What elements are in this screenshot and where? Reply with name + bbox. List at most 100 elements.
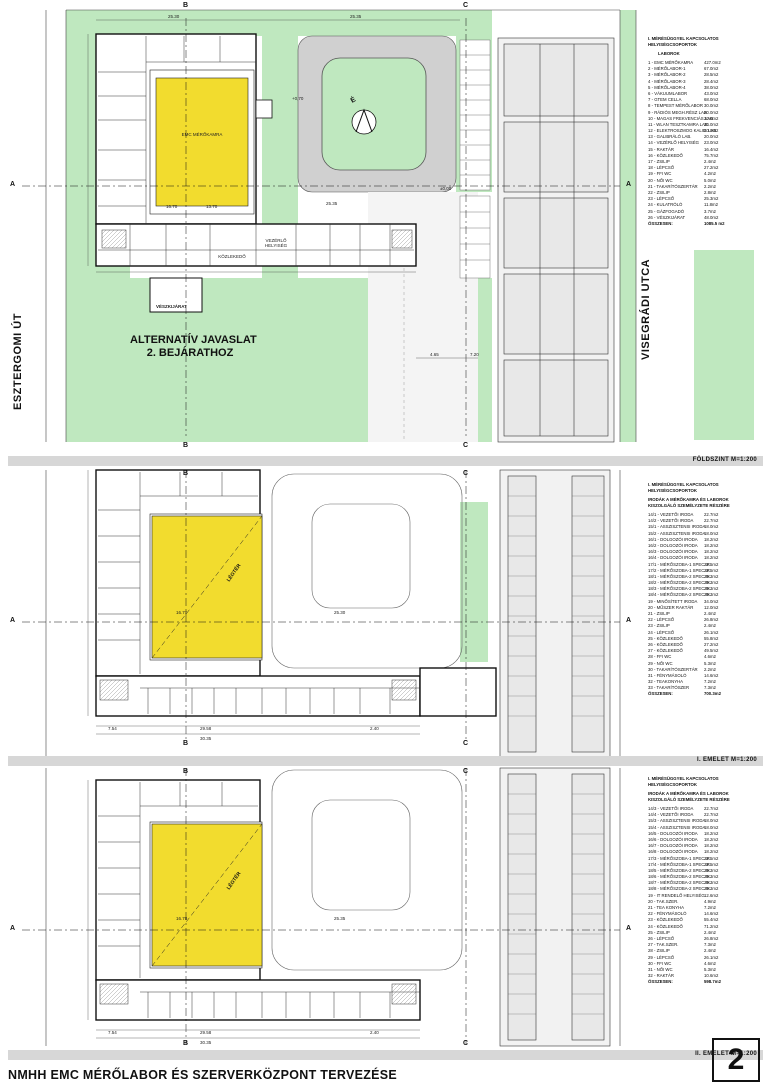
dim-first-right: 2.40 — [370, 726, 379, 731]
legend-row: 20 - TAK.SZER.4.9m2 — [648, 899, 730, 905]
legend-row-area: 11.8m2 — [704, 202, 719, 208]
legend-row-area: 4.6m2 — [704, 960, 716, 966]
legend-row-area: 22.7m2 — [704, 806, 719, 811]
legend-row-area: 5.0m2 — [704, 177, 716, 183]
legend-row-name: 31 - NŐI WC — [648, 966, 673, 972]
legend-row-name: 15/4 - ASSZISZTENSI IRODA — [648, 824, 706, 830]
legend-row-area: 2.4m2 — [704, 611, 716, 616]
room-label-corridor: KÖZLEKEDŐ — [218, 254, 246, 259]
legend-row-area: 49.5m2 — [704, 648, 719, 654]
legend-second-sub: IRODÁK A MÉRŐKAMRA ÉS LABOROK KISZOLGÁLÓ… — [648, 791, 730, 803]
legend-row-name: 22 - FÉNYMÁSOLÓ — [648, 911, 687, 917]
legend-row-name: 12 - ELEKTROSZMOG KALIB. LAB. — [648, 128, 718, 134]
legend-row-name: 14/1 - VEZETŐI IRODA — [648, 512, 694, 517]
legend-row-name: 16/5 - DOLGOZÓI IRODA — [648, 830, 698, 836]
legend-row: 18/1 - MÉRŐSZOBA-2 SPEC.IR.25.3m2 — [648, 574, 730, 580]
legend-ground-sub: LABOROK — [658, 51, 680, 56]
legend-first: I. MÉRÉSÜGGYEL KAPCSOLATOS HELYISÉGCSOPO… — [648, 482, 730, 698]
legend-row: 18/7 - MÉRŐSZOBA-2 SPEC.IR.25.3m2 — [648, 880, 730, 886]
legend-row-area: 71.2m2 — [704, 923, 719, 929]
street-label-left: ESZTERGOMI ÚT — [12, 313, 24, 410]
dim-second-bottom-b: 30.35 — [200, 1040, 212, 1045]
legend-row-name: 25 - ZSILIP — [648, 929, 670, 935]
legend-row-name: 23 - LÉPCSŐ — [648, 196, 675, 202]
legend-row-name: 16/2 - DOLGOZÓI IRODA — [648, 542, 698, 548]
legend-row-area: 18.2m2 — [704, 836, 719, 842]
legend-second-head-2: HELYISÉGCSOPORTOK — [648, 782, 697, 787]
page-number: 2 — [712, 1038, 760, 1082]
legend-row-area: 55.8m2 — [704, 635, 719, 641]
legend-row-area: 26.1m2 — [704, 629, 719, 635]
legend-row-area: 18.0m2 — [704, 530, 719, 536]
legend-second-sub-2: KISZOLGÁLÓ SZEMÉLYZETE RÉSZÉRE — [648, 797, 730, 802]
legend-row: 17/3 - MÉRŐSZOBA-1 SPEC.IR.22.5m2 — [648, 856, 730, 862]
legend-second-sub-1: IRODÁK A MÉRŐKAMRA ÉS LABOROK — [648, 791, 729, 796]
section-a-right-first: A — [626, 617, 632, 624]
legend-row-area: 5.3m2 — [704, 660, 716, 666]
legend-row-area: 2.4m2 — [704, 948, 716, 954]
legend-row-area: 20.0m2 — [704, 128, 719, 134]
legend-row: 18/2 - MÉRŐSZOBA-2 SPEC.IR.25.3m2 — [648, 580, 730, 586]
legend-row-area: 2.4m2 — [704, 159, 716, 164]
legend-second: I. MÉRÉSÜGGYEL KAPCSOLATOS HELYISÉGCSOPO… — [648, 776, 730, 985]
legend-row-name: 33 - TAKARÍTÓSZER — [648, 685, 690, 691]
legend-row-area: 14.6m2 — [704, 672, 719, 678]
legend-row-area: 2.4m2 — [704, 929, 716, 935]
legend-row-name: 3 - MÉRŐLABOR-2 — [648, 72, 686, 78]
legend-row-name: 16/6 - DOLGOZÓI IRODA — [648, 836, 698, 842]
legend-ground-head-2: HELYISÉGCSOPORTOK — [648, 42, 697, 47]
legend-row-area: 4.2m2 — [704, 171, 716, 177]
legend-row-area: 18.0m2 — [704, 818, 719, 824]
legend-row-area: 7.2m2 — [704, 679, 716, 685]
section-a-right-second: A — [626, 925, 632, 932]
legend-row-name: 15/3 - ASSZISZTENSI IRODA — [648, 818, 706, 824]
legend-row: 17/2 - MÉRŐSZOBA-1 SPEC.IR.22.5m2 — [648, 568, 730, 574]
legend-row-name: 18/6 - MÉRŐSZOBA-2 SPEC.IR. — [648, 874, 712, 880]
legend-row: 27 - TAK.SZER.7.3m2 — [648, 942, 730, 948]
legend-row-area: 38.0m2 — [704, 84, 719, 90]
legend-row-area: 18.2m2 — [704, 843, 719, 849]
legend-row-name: 32 - TEAKONYHA — [648, 679, 684, 685]
legend-row-name: 15/1 - ASSZISZTENSI IRODA — [648, 524, 706, 530]
alternative-note: ALTERNATÍV JAVASLAT 2. BEJÁRATHOZ — [130, 334, 257, 360]
legend-row-name: 17/4 - MÉRŐSZOBA-1 SPEC.IR. — [648, 861, 712, 867]
section-c-bottom-ground: C — [463, 442, 469, 449]
legend-row-area: 27.2m2 — [704, 641, 719, 647]
legend-row-name: 21 - TEA KONYHA — [648, 905, 684, 910]
legend-row-area: 22.7m2 — [704, 812, 719, 818]
legend-ground-total: ÖSSZESEN: 1085.5 m2 — [648, 221, 725, 227]
legend-row-name: 5 - MÉRŐLABOR-4 — [648, 84, 686, 90]
legend-row-name: 7 - GTEM CELLA — [648, 97, 682, 103]
legend-second-total-label: ÖSSZESEN: — [648, 979, 673, 985]
floor-band-second: II. EMELET M=1:200 — [8, 1050, 763, 1060]
legend-row-name: 24 - KULATRÓLÓ — [648, 202, 683, 208]
legend-row-area: 14.6m2 — [704, 911, 719, 917]
legend-row-area: 25.3m2 — [704, 874, 719, 880]
legend-row: 16/6 - DOLGOZÓI IRODA 18.2m2 — [648, 837, 730, 843]
legend-row-area: 75.7m2 — [704, 152, 719, 158]
legend-row: 22 - FÉNYMÁSOLÓ 14.6m2 — [648, 911, 730, 917]
legend-row: 18/3 - MÉRŐSZOBA-2 SPEC.IR.25.3m2 — [648, 586, 730, 592]
legend-row-area: 25.3m2 — [704, 573, 719, 579]
dim-second-right: 2.40 — [370, 1030, 379, 1035]
section-c-bottom-second: C — [463, 1040, 469, 1047]
section-b-bottom-second: B — [183, 1040, 189, 1047]
legend-row-name: 18 - LÉPCSŐ — [648, 165, 675, 171]
